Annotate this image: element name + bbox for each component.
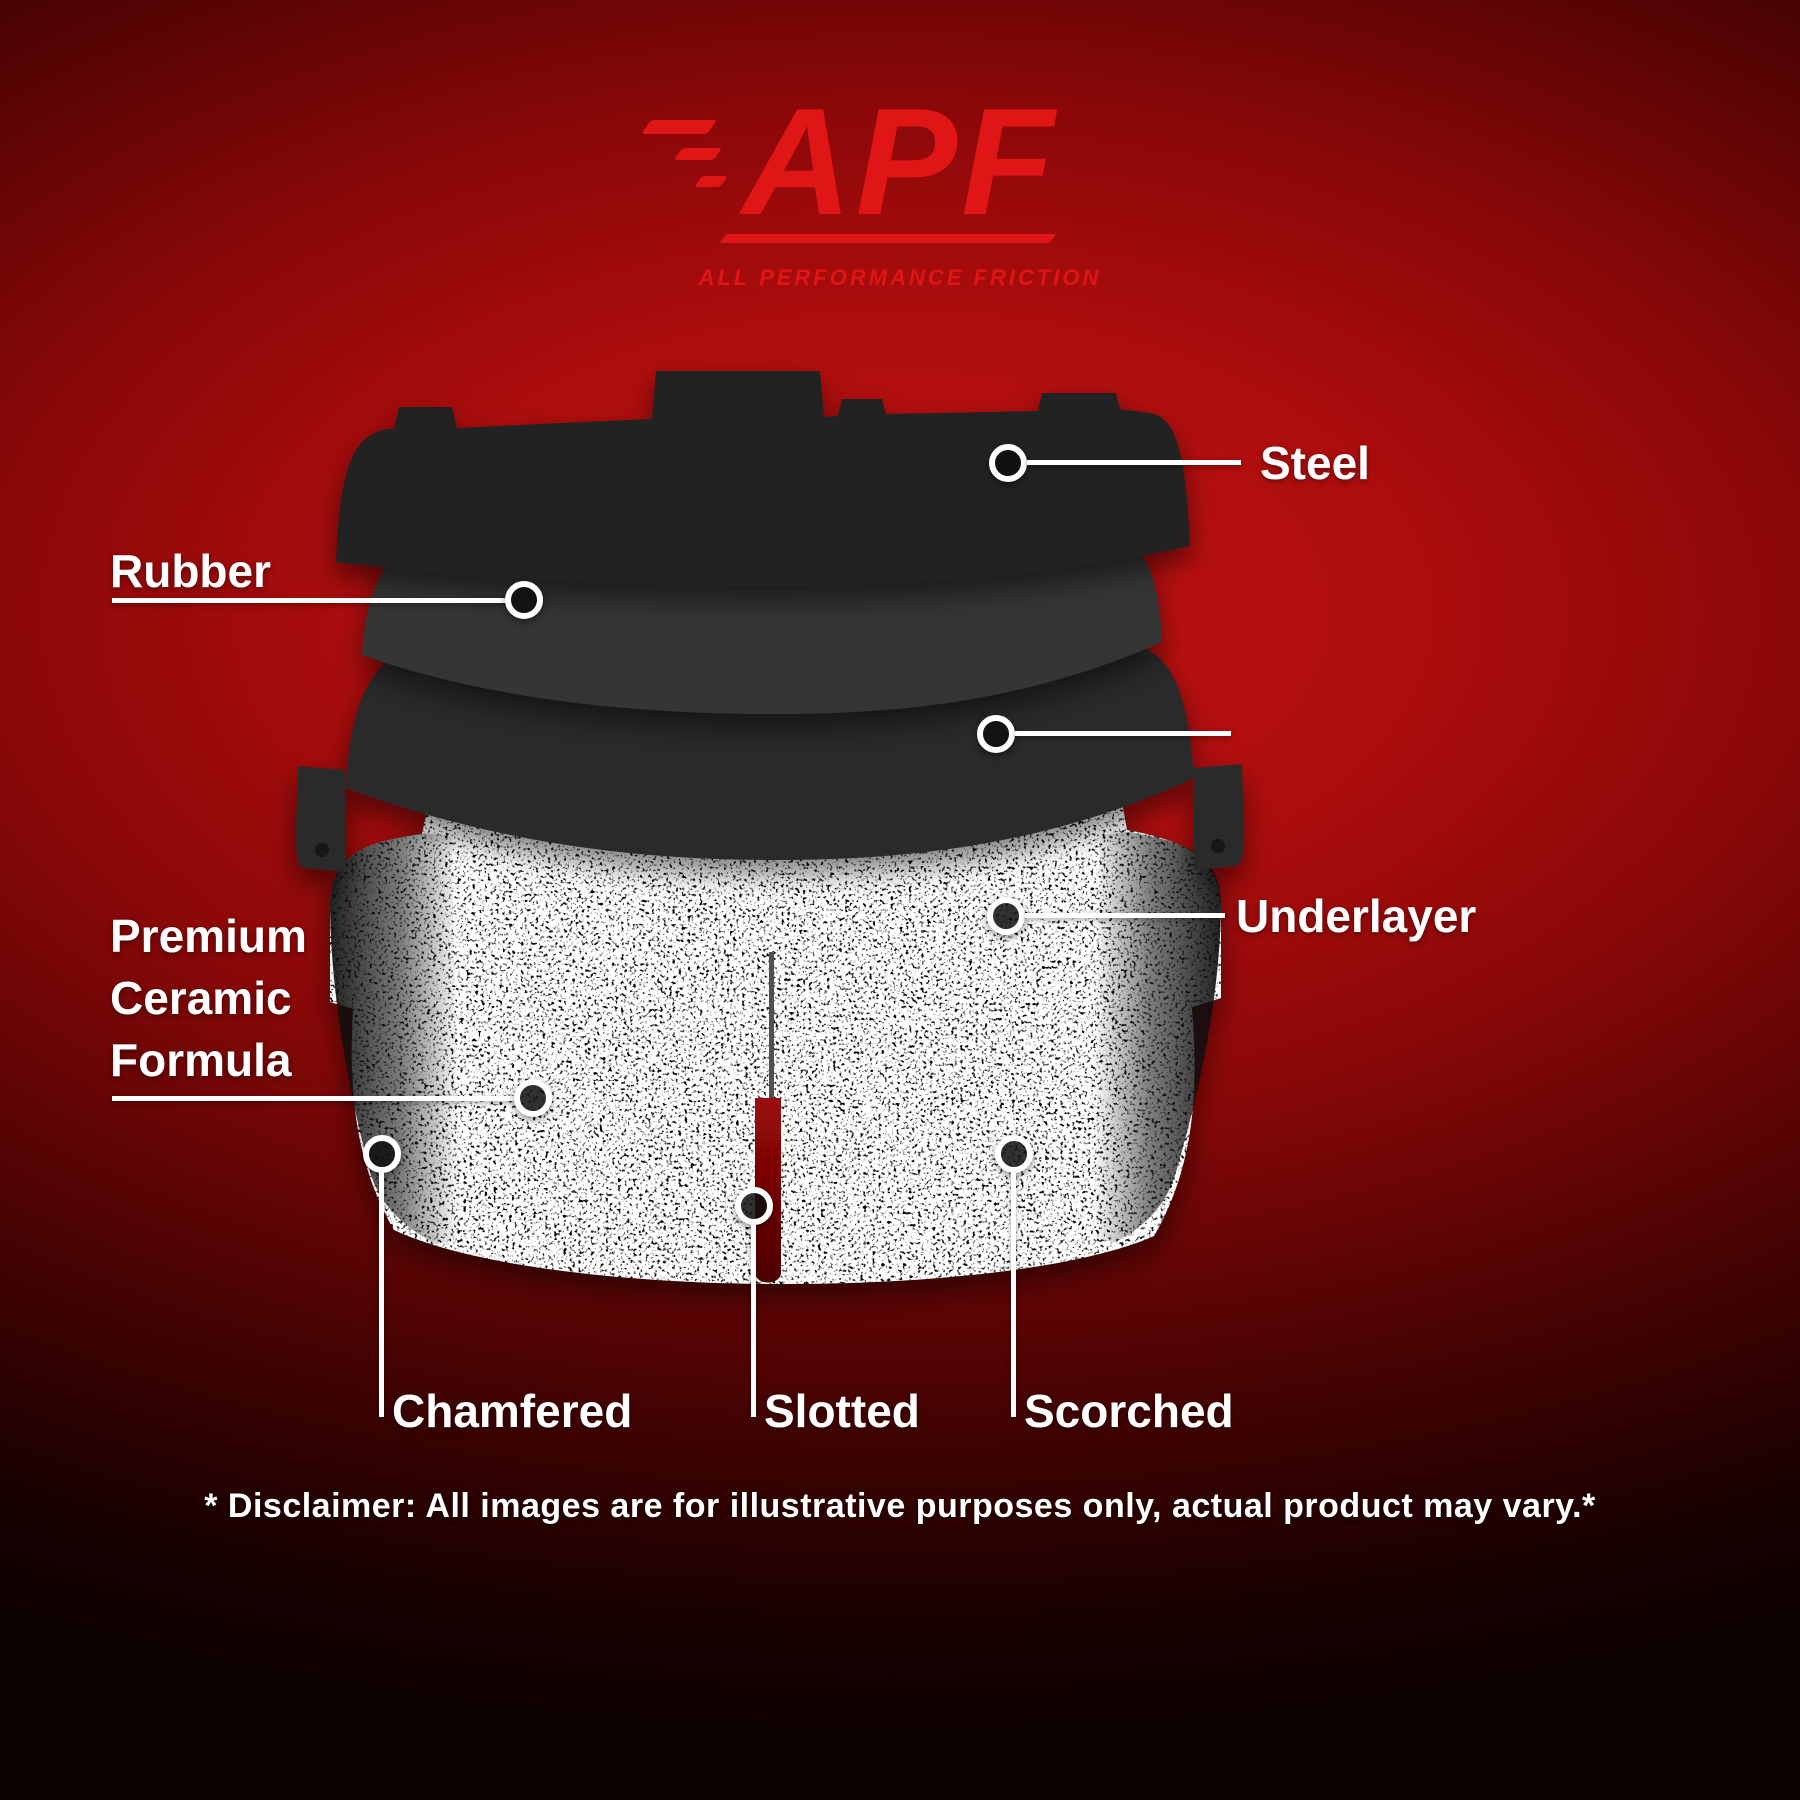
- chamfered-edge-right: [1092, 832, 1221, 1242]
- callout-marker: [987, 897, 1025, 935]
- callout-line: [1025, 913, 1225, 918]
- callout-marker: [505, 581, 543, 619]
- callout-line: [379, 1172, 384, 1417]
- callout-marker: [995, 1135, 1033, 1173]
- callout-line: [112, 598, 506, 603]
- callout-line: [751, 1224, 756, 1417]
- callout-line: [1011, 1172, 1016, 1417]
- callout-label-premium-ceramic-formula: Premium Ceramic Formula: [110, 910, 307, 1086]
- callout-marker: [363, 1135, 401, 1173]
- callout-line: [1015, 731, 1231, 736]
- slot-groove: [755, 1098, 781, 1283]
- callout-marker: [977, 715, 1015, 753]
- ceramic-pad-layer: [330, 798, 1221, 1285]
- callout-marker: [514, 1079, 552, 1117]
- disclaimer-text: * Disclaimer: All images are for illustr…: [204, 1487, 1596, 1525]
- callout-label-rubber: Rubber: [110, 545, 271, 597]
- callout-label-chamfered: Chamfered: [392, 1385, 633, 1437]
- chamfered-edge-left: [330, 833, 460, 1244]
- brand-logo: APF ALL PERFORMANCE FRICTION: [0, 86, 1800, 291]
- callout-label-slotted: Slotted: [764, 1385, 920, 1437]
- callout-label-steel: Steel: [1260, 437, 1370, 489]
- brand-tagline: ALL PERFORMANCE FRICTION: [698, 265, 1102, 290]
- callout-line: [1027, 460, 1241, 465]
- callout-line: [112, 1096, 516, 1101]
- callout-label-scorched: Scorched: [1024, 1385, 1234, 1437]
- callout-marker: [989, 444, 1027, 482]
- callout-marker: [735, 1187, 773, 1225]
- apf-wordmark-block: APF: [641, 77, 1058, 247]
- steel-backing-plate-layer: [336, 371, 1190, 586]
- apf-wordmark: APF: [742, 77, 1058, 247]
- callout-label-underlayer: Underlayer: [1236, 890, 1477, 942]
- slot-seam: [769, 952, 774, 1100]
